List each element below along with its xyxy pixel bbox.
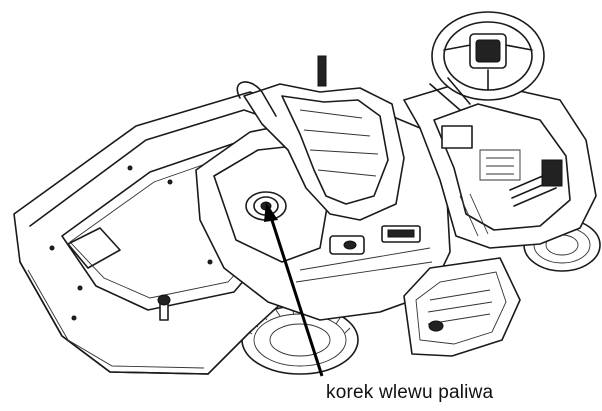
callout-arrow	[264, 202, 324, 377]
steering-wheel	[429, 11, 545, 111]
lever-knob-icon	[157, 294, 171, 321]
callout-label: korek wlewu paliwa	[326, 382, 494, 403]
side-discharge	[403, 257, 521, 357]
control-lever-icon	[317, 55, 327, 87]
engine-hood	[403, 79, 597, 249]
seat	[236, 81, 405, 221]
